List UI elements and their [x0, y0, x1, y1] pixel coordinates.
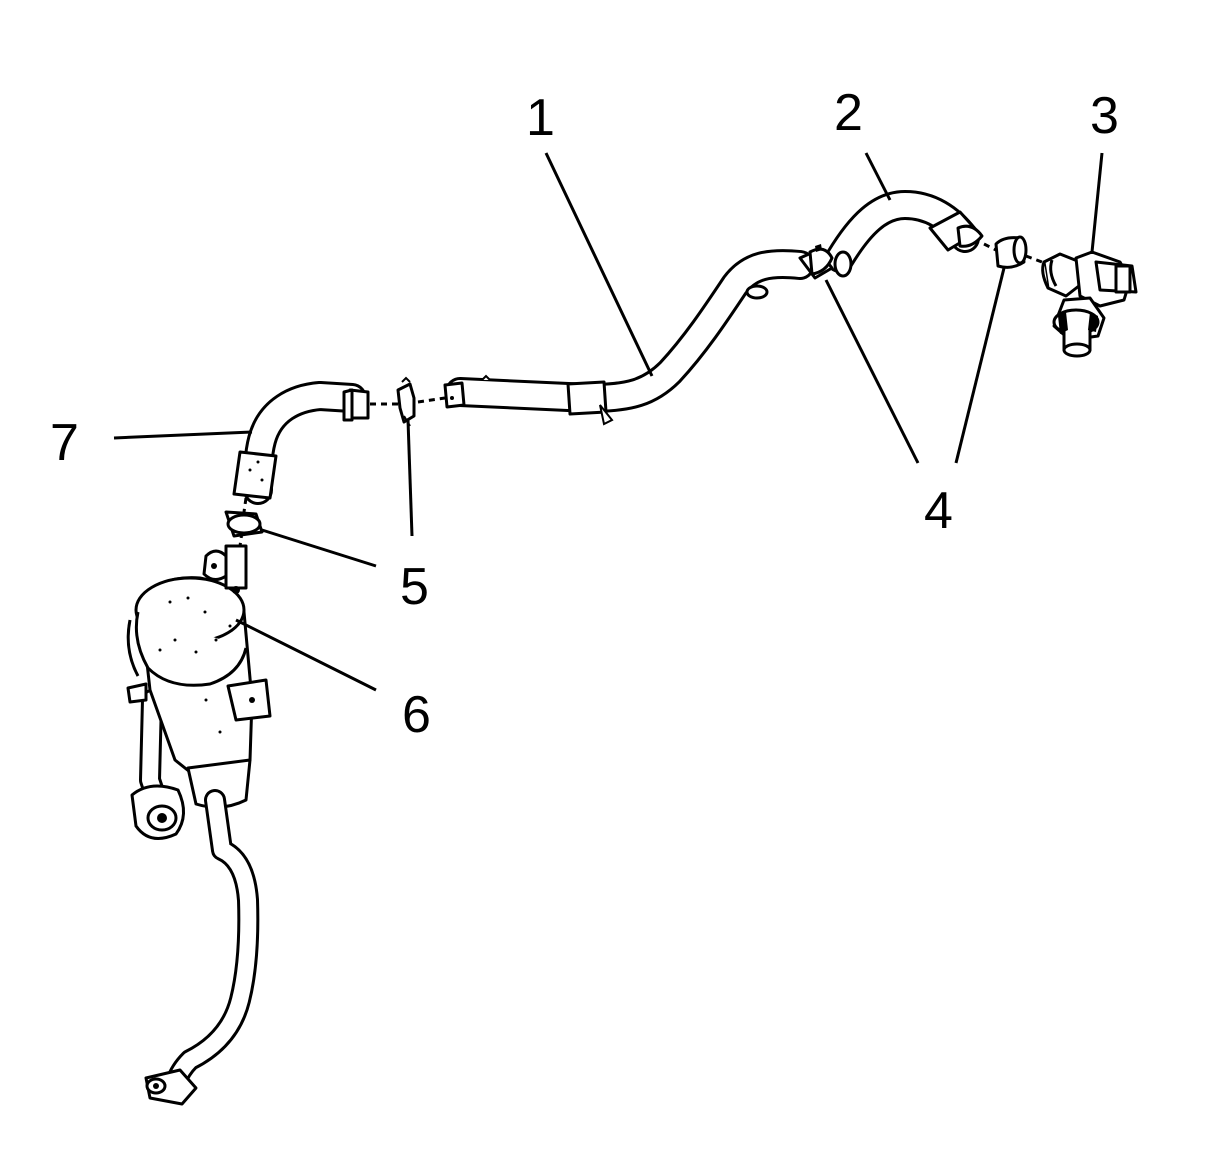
canister-6 [126, 544, 272, 1106]
leader-line-1 [544, 152, 654, 377]
leader-line-4b [954, 267, 1006, 464]
hose-2 [825, 190, 984, 273]
leader-line-6 [235, 618, 377, 692]
alignment-line [242, 497, 248, 513]
leader-line-2 [864, 152, 892, 201]
clamp-5-lower [224, 510, 264, 538]
leader-line-5a [406, 419, 414, 537]
alignment-line [983, 242, 997, 252]
valve-3 [1041, 250, 1138, 358]
callout-1: 1 [526, 89, 555, 147]
callout-3: 3 [1090, 87, 1119, 145]
callout-6: 6 [402, 686, 431, 744]
leader-line-5b [261, 528, 377, 568]
leader-line-3 [1090, 152, 1104, 253]
leader-line-7 [113, 430, 253, 440]
callout-7: 7 [50, 414, 79, 472]
connector-5-upper [396, 376, 416, 427]
hose-7 [232, 381, 370, 505]
alignment-line [1025, 254, 1043, 264]
alignment-line [417, 396, 446, 404]
hose-1 [443, 249, 815, 426]
leader-line-4a [824, 279, 920, 464]
callout-5: 5 [400, 558, 429, 616]
callout-4: 4 [924, 482, 953, 540]
clamp-4a [798, 244, 853, 280]
seal-4b [994, 235, 1028, 269]
callout-2: 2 [834, 84, 863, 142]
